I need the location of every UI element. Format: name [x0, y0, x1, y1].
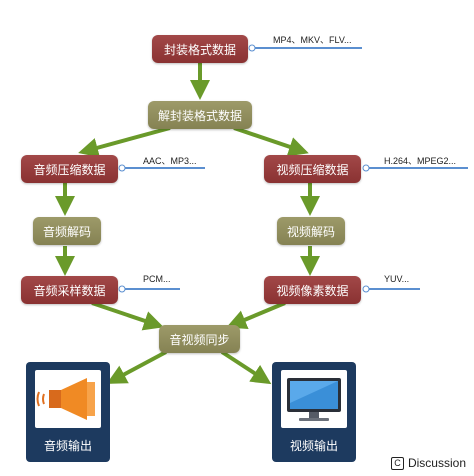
monitor-panel	[281, 370, 347, 428]
anno-audio-sample: PCM...	[143, 274, 171, 284]
monitor-icon	[287, 378, 341, 421]
arrow-video-pixel-to-sync	[226, 301, 286, 330]
node-audio-decode: 音频解码	[33, 217, 101, 245]
anno-dot-video-pixel	[362, 285, 370, 293]
anno-dot-video-compressed	[362, 164, 370, 172]
node-video-pixel: 视频像素数据	[264, 276, 361, 304]
node-video-compressed: 视频压缩数据	[264, 155, 361, 183]
anno-dot-audio-sample	[118, 285, 126, 293]
arrow-demux-to-audio-compressed	[78, 126, 171, 158]
copyright-icon: C	[390, 456, 404, 470]
watermark-text: Discussion	[407, 456, 466, 470]
node-av-sync: 音视频同步	[159, 325, 240, 353]
anno-container: MP4、MKV、FLV...	[273, 35, 352, 45]
arrow-sync-to-video-out	[220, 350, 272, 385]
anno-audio-compressed: AAC、MP3...	[143, 156, 197, 166]
video-output-box: 视频输出	[272, 362, 356, 462]
anno-dot-audio-compressed	[118, 164, 126, 172]
audio-output-box: 音频输出	[26, 362, 110, 462]
arrow-demux-to-video-compressed	[233, 126, 309, 157]
arrow-sync-to-audio-out	[106, 350, 167, 384]
speaker-icon	[36, 378, 95, 420]
node-video-decode: 视频解码	[277, 217, 345, 245]
node-demux: 解封装格式数据	[148, 101, 252, 129]
anno-video-pixel: YUV...	[384, 274, 410, 284]
node-container-format: 封装格式数据	[152, 35, 248, 63]
node-audio-compressed: 音频压缩数据	[21, 155, 118, 183]
audio-output-label: 音频输出	[43, 439, 92, 453]
anno-dot-container	[248, 44, 256, 52]
watermark: C Discussion	[390, 456, 466, 470]
video-output-label: 视频输出	[289, 439, 338, 453]
anno-video-compressed: H.264、MPEG2...	[384, 156, 457, 166]
speaker-panel	[35, 370, 101, 428]
arrow-audio-sample-to-sync	[91, 301, 164, 331]
node-audio-sample: 音频采样数据	[21, 276, 118, 304]
